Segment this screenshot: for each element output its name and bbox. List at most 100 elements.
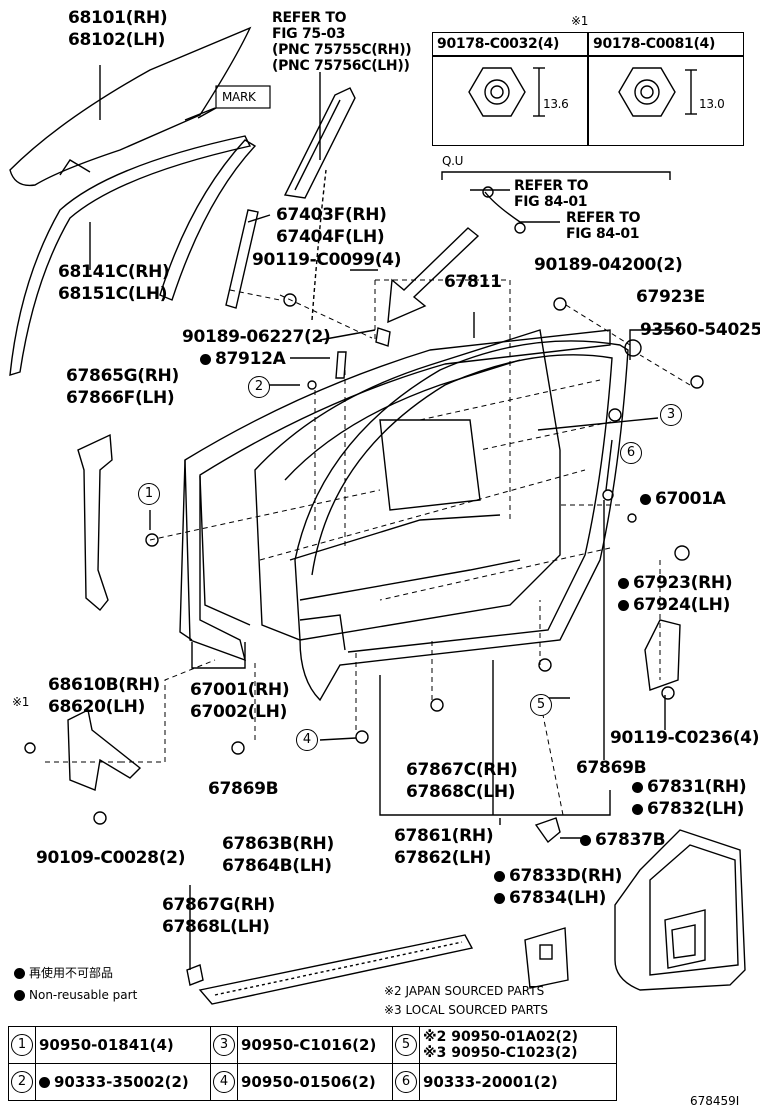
label-67869b-right: 67869B <box>576 758 647 778</box>
non-reusable-dot <box>14 990 25 1001</box>
parts-cell-2-text: 90333-35002(2) <box>54 1073 189 1091</box>
parts-table-row: 2 90333-35002(2) 4 90950-01506(2) 6 9033… <box>8 1063 617 1101</box>
label-seal-lh: 67866F(LH) <box>66 388 175 408</box>
label-clip-04200: 90189-04200(2) <box>534 255 683 275</box>
label-garnish-lh: 67404F(LH) <box>276 227 385 247</box>
label-garnish-rh: 67403F(RH) <box>276 205 387 225</box>
label-run-lh: 68151C(LH) <box>58 284 168 304</box>
label-67001a-text: 67001A <box>655 489 726 509</box>
non-reusable-dot <box>580 834 591 846</box>
callout-4: 4 <box>296 729 318 751</box>
label-weather-rh: 67867C(RH) <box>406 760 518 780</box>
non-reusable-dot <box>632 803 643 815</box>
non-reusable-dot <box>494 892 505 904</box>
parts-table: 1 90950-01841(4) 3 90950-C1016(2) 5 ※2 9… <box>8 1026 617 1101</box>
parts-num-cell: 4 <box>210 1063 238 1101</box>
label-door-rh: 67001(RH) <box>190 680 290 700</box>
parts-cell-1: 90950-01841(4) <box>35 1026 211 1064</box>
non-reusable-dot <box>618 599 629 611</box>
door-weatherstrip <box>294 340 629 702</box>
label-ref-mark-1: ※1 <box>12 695 30 709</box>
parts-table-row: 1 90950-01841(4) 3 90950-C1016(2) 5 ※2 9… <box>8 1026 617 1064</box>
label-refer-c1: REFER TO <box>566 210 641 226</box>
non-reusable-dot <box>640 493 651 505</box>
non-reusable-dot <box>200 353 211 365</box>
table-callout-2: 2 <box>11 1071 33 1093</box>
label-bolt-c0028: 90109-C0028(2) <box>36 848 186 868</box>
label-cover-lh: 67924(LH) <box>618 595 730 616</box>
label-87912a: 87912A <box>200 349 286 370</box>
label-strip-lh: 67862(LH) <box>394 848 492 868</box>
label-qu: Q.U <box>442 154 464 168</box>
legend-en-text: Non-reusable part <box>29 988 138 1002</box>
parts-num-cell: 2 <box>8 1063 36 1101</box>
label-mould-rh: 67863B(RH) <box>222 834 334 854</box>
label-strip-rh: 67861(RH) <box>394 826 494 846</box>
label-weather-lh: 67868C(LH) <box>406 782 516 802</box>
label-low-lh: 67868L(LH) <box>162 917 270 937</box>
parts-cell-2: 90333-35002(2) <box>35 1063 211 1101</box>
legend-en: Non-reusable part <box>14 988 137 1002</box>
label-seal-rh: 67865G(RH) <box>66 366 179 386</box>
mirror-cover <box>644 619 681 691</box>
door-glass <box>9 26 252 187</box>
label-trim-lh-text: 67832(LH) <box>647 799 745 819</box>
nut-table-mark: ※1 <box>571 14 589 28</box>
nut-code-left: 90178-C0032(4) <box>437 36 560 52</box>
parts-cell-6: 90333-20001(2) <box>419 1063 617 1101</box>
label-67869b-left: 67869B <box>208 779 279 799</box>
label-clip-06227: 90189-06227(2) <box>182 327 331 347</box>
callout-2: 2 <box>248 376 270 398</box>
label-film-lh-text: 67834(LH) <box>509 888 607 908</box>
label-67837b-text: 67837B <box>595 830 666 850</box>
label-run-rh: 68141C(RH) <box>58 262 170 282</box>
callout-3: 3 <box>660 404 682 426</box>
door-check <box>67 708 142 791</box>
callout-1: 1 <box>138 483 160 505</box>
nut-code-right: 90178-C0081(4) <box>593 36 716 52</box>
label-film-rh: 67833D(RH) <box>494 866 622 887</box>
label-87912a-text: 87912A <box>215 349 286 369</box>
label-door-lh: 67002(LH) <box>190 702 288 722</box>
parts-cell-5: ※2 90950-01A02(2)※3 90950-C1023(2) <box>419 1026 617 1064</box>
table-callout-1: 1 <box>11 1034 33 1056</box>
door-inner-panel <box>254 329 561 641</box>
parts-num-cell: 1 <box>8 1026 36 1064</box>
label-film-lh: 67834(LH) <box>494 888 606 909</box>
label-cover-rh: 67923(RH) <box>618 573 733 594</box>
callout-5: 5 <box>530 694 552 716</box>
label-mould-lh: 67864B(LH) <box>222 856 332 876</box>
label-refer-c2: FIG 84-01 <box>566 226 640 242</box>
label-trim-lh: 67832(LH) <box>632 799 744 820</box>
label-screw-c0236: 90119-C0236(4) <box>610 728 760 748</box>
legend-jp: 再使用不可部品 <box>14 966 113 980</box>
nut-table-divider <box>587 33 589 145</box>
hex-nut-left <box>468 67 526 117</box>
label-67001a: 67001A <box>640 489 726 510</box>
label-check-lh: 68620(LH) <box>48 697 146 717</box>
door-trim-panel <box>614 829 746 991</box>
label-refer-b1: REFER TO <box>514 178 589 194</box>
label-trim-rh: 67831(RH) <box>632 777 747 798</box>
non-reusable-dot <box>39 1077 50 1088</box>
hex-nut-right <box>618 67 676 117</box>
nut-drawings <box>468 67 697 117</box>
note-local-sourced: ※3 LOCAL SOURCED PARTS <box>384 1003 548 1017</box>
label-refer-2: FIG 75-03 <box>272 26 346 42</box>
lower-moulding <box>198 934 474 1005</box>
parts-num-cell: 6 <box>392 1063 420 1101</box>
label-refer-3: (PNC 75755C(RH)) <box>272 42 412 58</box>
non-reusable-dot <box>494 870 505 882</box>
label-cover-rh-text: 67923(RH) <box>633 573 733 593</box>
parts-num-cell: 3 <box>210 1026 238 1064</box>
label-refer-1: REFER TO <box>272 10 347 26</box>
nut-table-header-line <box>433 55 743 57</box>
label-screw-c0099: 90119-C0099(4) <box>252 250 402 270</box>
parts-cell-5b: ※3 90950-C1023(2) <box>423 1045 578 1061</box>
pillar-garnish <box>283 87 356 199</box>
direction-arrow <box>387 227 480 324</box>
table-callout-3: 3 <box>213 1034 235 1056</box>
table-callout-4: 4 <box>213 1071 235 1093</box>
